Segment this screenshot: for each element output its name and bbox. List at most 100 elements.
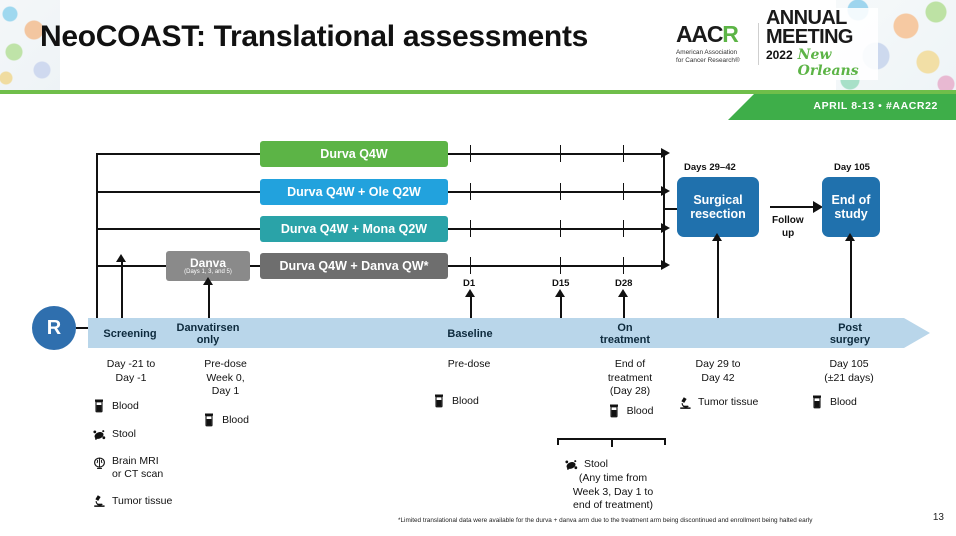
timeline-phase-danvatirsen-line1: Danvatirsen — [176, 322, 240, 334]
timeline-phase-postsurgery-line1: Post — [838, 322, 862, 334]
arm-arrow-line-4 — [448, 265, 663, 267]
post-surgery-line1: Day 105 — [829, 358, 869, 370]
day-tick-label-d1: D1 — [463, 278, 476, 289]
sample-item: Tumor tissue — [678, 395, 788, 410]
sample-item: Stool — [564, 457, 608, 472]
sample-label: Brain MRI or CT scan — [112, 455, 164, 480]
on-treatment-line2: treatment — [607, 371, 653, 384]
column-surgery: Day 29 to Day 42 Tumor tissue — [678, 358, 788, 410]
sample-label: Blood — [112, 400, 139, 413]
tick-d1-arm2 — [470, 183, 472, 200]
timeline-phase-postsurgery: Post surgery — [812, 322, 888, 346]
date-banner: APRIL 8-13 • #AACR22 — [728, 94, 956, 120]
stool-icon — [92, 427, 106, 442]
timeline-phase-ontreatment-line2: treatment — [599, 334, 651, 347]
connector-arm-1 — [96, 153, 260, 155]
danvatirsen-line2: Week 0, — [206, 371, 245, 384]
tick-d1-arm4 — [470, 257, 472, 274]
surgical-resection-line1: Surgical — [693, 192, 743, 207]
connector-arm-3 — [96, 228, 260, 230]
connector-r-vertical — [96, 153, 98, 329]
tick-d1-arm1 — [470, 145, 472, 162]
followup-label-line1: Follow — [772, 215, 804, 226]
arm-label-2: Durva Q4W + Ole Q2W — [287, 185, 421, 199]
stool-bracket-left — [557, 438, 559, 445]
sample-label: Tumor tissue — [112, 494, 173, 507]
stool-bracket-stem — [611, 438, 613, 447]
baseline-line1: Pre-dose — [447, 358, 491, 370]
arm-arrow-line-2 — [448, 191, 663, 193]
followup-arrow-line — [770, 206, 815, 208]
timeline-phase-baseline: Baseline — [447, 328, 493, 340]
timeline-arrowhead-danvatirsen — [203, 277, 213, 285]
danva-lead-in-box: Danva (Days 1, 3, and 5) — [166, 251, 250, 281]
stool-bracket-right — [664, 438, 666, 445]
blood-tube-icon — [810, 395, 824, 410]
timeline-connector-d15 — [560, 295, 562, 318]
timeline-arrowhead-surgery — [712, 233, 722, 241]
surgical-resection-box: Surgical resection — [677, 177, 759, 237]
danvatirsen-line3: Day 1 — [211, 385, 240, 398]
surgery-line2: Day 42 — [701, 371, 735, 384]
sample-label: Tumor tissue — [698, 396, 759, 409]
tick-d28-arm2 — [623, 183, 625, 200]
green-divider — [0, 90, 956, 94]
followup-arrowhead — [813, 201, 823, 213]
sample-label: Blood — [830, 396, 857, 409]
arm-arrowhead-4 — [661, 260, 670, 270]
sample-item: Blood — [92, 399, 202, 414]
end-of-study-box: End of study — [822, 177, 880, 237]
arm-arrowhead-3 — [661, 223, 670, 233]
meeting-year: 2022 — [765, 47, 793, 62]
column-on-treatment: End of treatment (Day 28) Blood — [588, 358, 672, 419]
screening-line2: Day -1 — [115, 371, 147, 384]
timeline-connector-danvatirsen — [208, 283, 210, 318]
tick-d15-arm3 — [560, 220, 562, 237]
stool-note-line2: Week 3, Day 1 to — [572, 485, 654, 498]
slide-header: NeoCOAST: Translational assessments AACR… — [0, 0, 956, 90]
day-tick-label-d15: D15 — [552, 278, 570, 289]
sample-label: Stool — [584, 458, 608, 471]
on-treatment-line1: End of — [614, 358, 646, 370]
stool-timing-note: (Any time from Week 3, Day 1 to end of t… — [538, 472, 688, 513]
timeline-phase-postsurgery-line2: surgery — [829, 334, 871, 347]
sample-label: Blood — [452, 394, 479, 407]
sample-item: Brain MRI or CT scan — [92, 455, 202, 480]
footnote: *Limited translational data were availab… — [398, 517, 813, 524]
column-baseline: Pre-dose Blood — [432, 358, 522, 409]
randomization-node: R — [32, 306, 76, 350]
timeline-arrowhead-screening — [116, 254, 126, 262]
sample-label: Blood — [626, 405, 654, 418]
surgery-line1: Day 29 to — [695, 358, 741, 370]
annual-meeting-mark: ANNUAL MEETING 2022 New Orleans — [759, 8, 878, 79]
stool-note-line3: end of treatment) — [573, 499, 653, 512]
tick-d28-arm4 — [623, 257, 625, 274]
tick-d28-arm3 — [623, 220, 625, 237]
timeline-connector-baseline — [470, 295, 472, 318]
arm-label-3: Durva Q4W + Mona Q2W — [280, 222, 428, 236]
arm-bar-1: Durva Q4W — [260, 141, 448, 167]
tick-d15-arm4 — [560, 257, 562, 274]
arm-arrow-line-1 — [448, 153, 663, 155]
screening-line1: Day -21 to — [106, 358, 156, 370]
arm-label-4: Durva Q4W + Danva QW* — [279, 259, 429, 273]
stool-note-line1: (Any time from — [578, 472, 648, 484]
brain-mri-icon — [92, 456, 106, 471]
timeline-arrowhead-ontreatment — [618, 289, 628, 297]
microscope-icon — [678, 395, 692, 410]
aacr-r-letter: R — [722, 21, 739, 47]
surgical-resection-caption: Days 29–42 — [684, 162, 736, 173]
sample-item: Blood — [588, 404, 672, 419]
stool-icon — [564, 457, 578, 472]
arm-arrow-line-3 — [448, 228, 663, 230]
column-danvatirsen: Pre-dose Week 0, Day 1 Blood — [178, 358, 273, 428]
day-tick-label-d28: D28 — [615, 278, 633, 289]
timeline-phase-danvatirsen: Danvatirsen only — [163, 322, 253, 346]
aacr-tagline: American Association for Cancer Research… — [676, 49, 740, 64]
timeline-connector-surgery — [717, 239, 719, 318]
blood-tube-icon — [92, 399, 106, 414]
blood-tube-icon — [432, 394, 446, 409]
sample-label: Blood — [222, 414, 249, 427]
arm-arrowhead-2 — [661, 186, 670, 196]
